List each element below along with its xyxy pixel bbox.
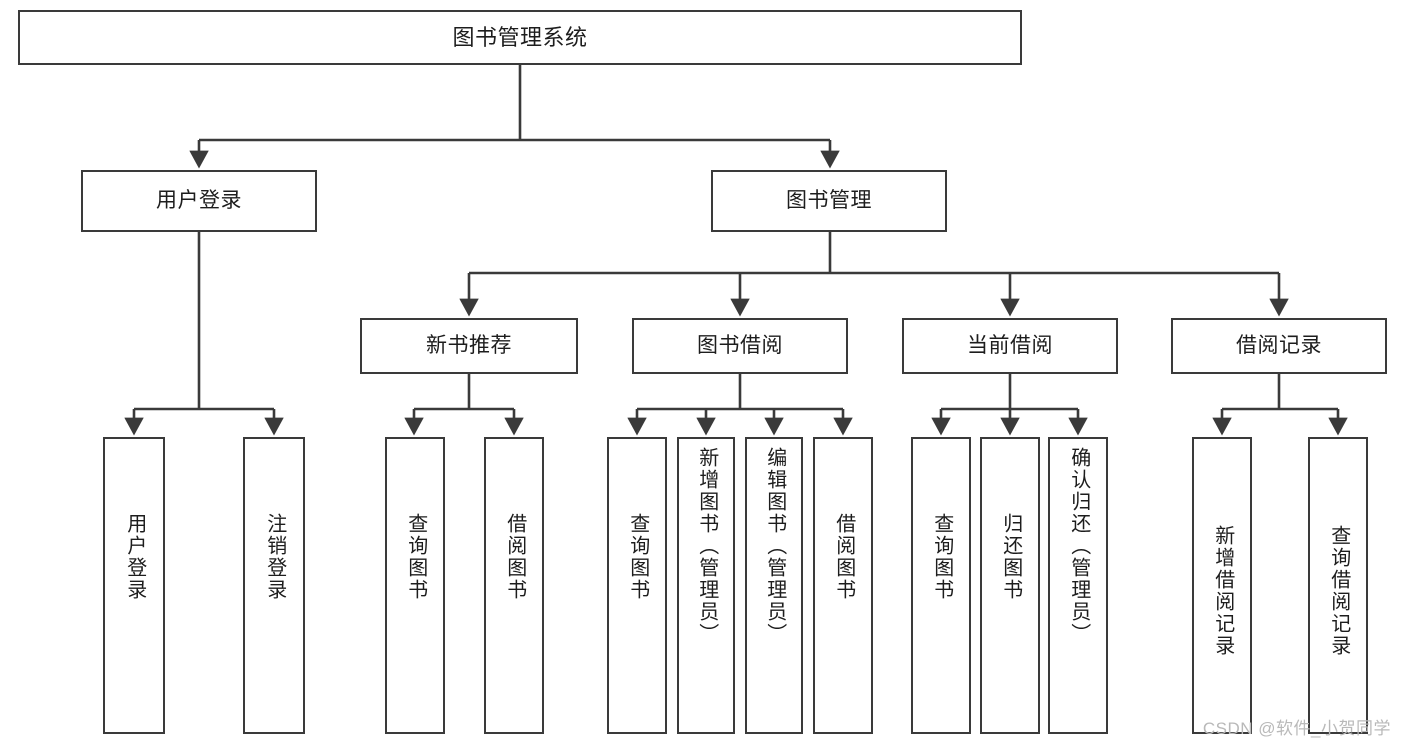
node-leaf-borrow-book-recommend[interactable]: 借阅图书 bbox=[484, 437, 544, 734]
node-leaf-return-book[interactable]: 归还图书 bbox=[980, 437, 1040, 734]
node-label: 确认归还（管理员） bbox=[1067, 447, 1090, 645]
node-label: 查询图书 bbox=[930, 513, 953, 601]
node-leaf-query-borrow-record[interactable]: 查询借阅记录 bbox=[1308, 437, 1368, 734]
node-label: 新增借阅记录 bbox=[1211, 525, 1234, 657]
node-borrow-record[interactable]: 借阅记录 bbox=[1171, 318, 1387, 374]
node-user-login[interactable]: 用户登录 bbox=[81, 170, 317, 232]
node-label: 新书推荐 bbox=[426, 333, 512, 357]
node-label: 用户登录 bbox=[123, 513, 146, 601]
node-leaf-logout[interactable]: 注销登录 bbox=[243, 437, 305, 734]
node-label: 新增图书（管理员） bbox=[695, 447, 718, 645]
node-label: 图书管理系统 bbox=[452, 24, 588, 50]
node-leaf-query-book-recommend[interactable]: 查询图书 bbox=[385, 437, 445, 734]
node-label: 当前借阅 bbox=[967, 333, 1053, 357]
node-root-book-management-system[interactable]: 图书管理系统 bbox=[18, 10, 1022, 65]
node-book-borrow[interactable]: 图书借阅 bbox=[632, 318, 848, 374]
node-leaf-user-login[interactable]: 用户登录 bbox=[103, 437, 165, 734]
node-leaf-query-book-current[interactable]: 查询图书 bbox=[911, 437, 971, 734]
node-new-book-recommend[interactable]: 新书推荐 bbox=[360, 318, 578, 374]
node-leaf-add-book-admin[interactable]: 新增图书（管理员） bbox=[677, 437, 735, 734]
node-leaf-add-borrow-record[interactable]: 新增借阅记录 bbox=[1192, 437, 1252, 734]
node-book-management[interactable]: 图书管理 bbox=[711, 170, 947, 232]
node-leaf-query-book-borrow[interactable]: 查询图书 bbox=[607, 437, 667, 734]
node-label: 借阅记录 bbox=[1236, 333, 1322, 357]
node-current-borrow[interactable]: 当前借阅 bbox=[902, 318, 1118, 374]
node-leaf-edit-book-admin[interactable]: 编辑图书（管理员） bbox=[745, 437, 803, 734]
node-label: 查询借阅记录 bbox=[1327, 525, 1350, 657]
watermark-csdn: CSDN @软件_小贺同学 bbox=[1202, 719, 1391, 738]
node-label: 查询图书 bbox=[626, 513, 649, 601]
node-label: 图书借阅 bbox=[697, 333, 783, 357]
node-label: 编辑图书（管理员） bbox=[763, 447, 786, 645]
node-label: 用户登录 bbox=[156, 188, 242, 212]
node-leaf-confirm-return-admin[interactable]: 确认归还（管理员） bbox=[1048, 437, 1108, 734]
node-label: 注销登录 bbox=[263, 513, 286, 601]
node-label: 借阅图书 bbox=[832, 513, 855, 601]
node-label: 查询图书 bbox=[404, 513, 427, 601]
node-label: 借阅图书 bbox=[503, 513, 526, 601]
node-label: 归还图书 bbox=[999, 513, 1022, 601]
node-leaf-borrow-book[interactable]: 借阅图书 bbox=[813, 437, 873, 734]
node-label: 图书管理 bbox=[786, 188, 872, 212]
